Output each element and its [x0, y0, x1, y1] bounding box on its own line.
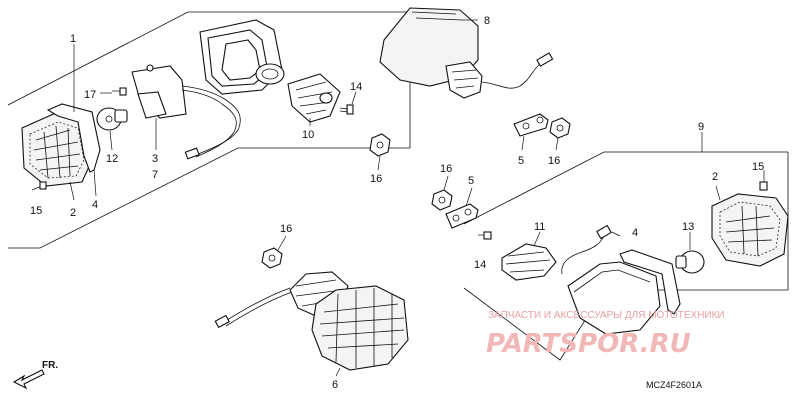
nut-16-c: [431, 189, 453, 211]
label-16-a: 16: [370, 173, 382, 185]
gasket-4-right: [619, 249, 681, 315]
label-5-upper: 5: [518, 155, 524, 167]
label-16-b: 16: [548, 155, 560, 167]
watermark: ЗАПЧАСТИ И АКСЕССУАРЫ ДЛЯ МОТОТЕХНИКИ PA…: [486, 310, 725, 359]
socket-3: [131, 64, 187, 119]
label-9: 9: [698, 121, 704, 133]
bulb-12: [96, 107, 128, 131]
label-17: 17: [84, 89, 96, 101]
rubber-10: [287, 73, 341, 123]
label-16-c: 16: [440, 163, 452, 175]
leader-lines: [69, 19, 765, 377]
label-1: 1: [70, 33, 76, 45]
screw-17: [112, 87, 127, 96]
watermark-logo-text: PARTSPOR.RU: [486, 329, 691, 359]
plate-5-mid: [445, 203, 479, 229]
winker-6: [214, 271, 409, 371]
label-11: 11: [534, 221, 545, 233]
screw-14-upper: [339, 104, 354, 115]
label-13: 13: [682, 221, 694, 233]
screw-14-lower: [478, 231, 492, 240]
lens-2-right: [711, 193, 789, 267]
label-10: 10: [302, 129, 314, 141]
label-12: 12: [106, 153, 118, 165]
label-15-left: 15: [30, 205, 42, 217]
screw-15-right: [759, 181, 768, 191]
label-2-right: 2: [712, 171, 718, 183]
label-15-right: 15: [752, 161, 764, 173]
fr-arrow-icon: [12, 369, 45, 390]
label-16-d: 16: [280, 223, 292, 235]
diagram-code: MCZ4F2601A: [646, 380, 702, 390]
lens-2-left: [21, 111, 93, 187]
label-4-left: 4: [92, 199, 98, 211]
plate-5-upper: [513, 113, 549, 137]
watermark-tagline: ЗАПЧАСТИ И АКСЕССУАРЫ ДЛЯ МОТОТЕХНИКИ: [488, 310, 725, 321]
label-2-left: 2: [70, 207, 76, 219]
label-14-upper: 14: [350, 81, 362, 93]
screw-15-left: [31, 181, 47, 191]
nut-16-b: [549, 117, 571, 139]
label-6: 6: [332, 379, 338, 391]
nut-16-d: [261, 247, 283, 269]
fr-label: FR.: [42, 360, 58, 371]
label-3: 3: [152, 153, 158, 165]
gasket-4-left: [46, 103, 101, 173]
wire-harness-right: [561, 224, 612, 275]
label-8: 8: [484, 15, 490, 27]
winker-8: [379, 7, 554, 99]
label-7: 7: [152, 169, 158, 181]
wire-harness-7: [181, 85, 241, 160]
rubber-11: [501, 243, 557, 281]
nut-16-a: [369, 133, 391, 157]
housing-case: [199, 19, 285, 95]
callout-labels: 1 17 12 3 7 2 4 15 10 14 16 8 5 16 9 16 …: [30, 15, 764, 391]
front-direction-indicator: FR.: [12, 360, 58, 390]
label-5-mid: 5: [468, 175, 474, 187]
housing-right: [567, 261, 661, 335]
label-14-lower: 14: [474, 259, 486, 271]
bulb-13: [675, 250, 705, 274]
label-4-right: 4: [632, 227, 638, 239]
